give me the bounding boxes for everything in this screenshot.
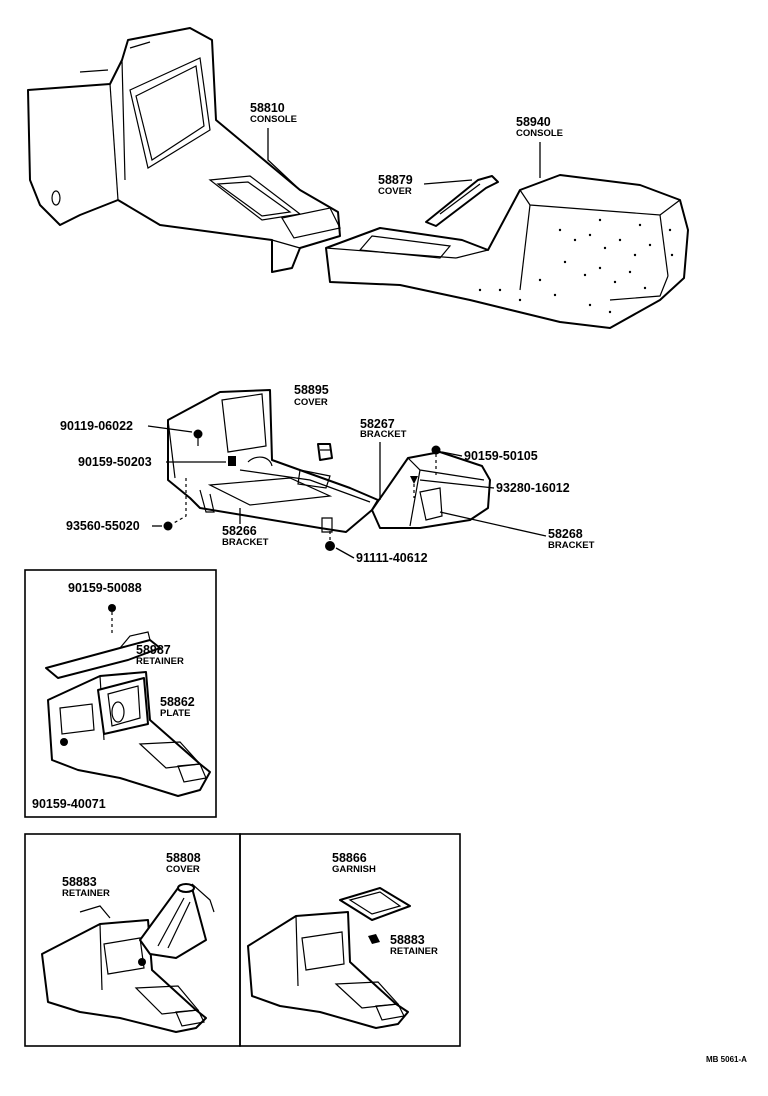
svg-text:RETAINER: RETAINER (62, 888, 110, 899)
svg-text:RETAINER: RETAINER (390, 946, 438, 957)
svg-text:91111-40612: 91111-40612 (356, 551, 428, 565)
svg-text:58268: 58268 (548, 527, 583, 541)
svg-text:COVER: COVER (294, 397, 328, 408)
inset1-drawing (45, 604, 211, 797)
svg-text:58879: 58879 (378, 173, 413, 187)
screw-90159-50203-icon (228, 456, 236, 466)
callout-58268: 58268 BRACKET (439, 511, 595, 551)
svg-text:58810: 58810 (250, 101, 285, 115)
svg-text:PLATE: PLATE (160, 708, 190, 719)
svg-text:93280-16012: 93280-16012 (496, 481, 570, 495)
svg-text:58883: 58883 (62, 875, 97, 889)
screw-93280-16012-icon (410, 476, 418, 498)
callout-58808: 58808 COVER (166, 851, 201, 875)
console-bracket-assembly-drawing (167, 389, 491, 533)
label-90159-50105: 90159-50105 (441, 449, 538, 463)
console-58940-drawing (325, 174, 689, 329)
svg-text:90119-06022: 90119-06022 (60, 419, 133, 433)
console-58810-drawing (27, 27, 341, 273)
svg-text:BRACKET: BRACKET (548, 540, 595, 551)
callout-58266: 58266 BRACKET (222, 508, 269, 548)
svg-text:90159-50105: 90159-50105 (464, 449, 538, 463)
svg-text:58267: 58267 (360, 417, 395, 431)
diagram-code: MB 5061-A (706, 1055, 747, 1064)
label-90119-06022: 90119-06022 (60, 419, 193, 433)
screw-93560-55020-icon (163, 478, 187, 531)
svg-text:58862: 58862 (160, 695, 195, 709)
svg-text:CONSOLE: CONSOLE (516, 128, 563, 139)
callout-58879: 58879 COVER (378, 173, 473, 197)
svg-text:BRACKET: BRACKET (222, 537, 269, 548)
screw-90119-06022-icon (193, 429, 203, 446)
inset2-drawing (41, 883, 215, 1033)
cover-58895-drawing (317, 443, 333, 461)
screw-90159-50105-icon (431, 445, 441, 476)
nut-91111-40612-icon (325, 528, 335, 551)
svg-text:93560-55020: 93560-55020 (66, 519, 140, 533)
svg-text:58987: 58987 (136, 643, 171, 657)
svg-text:58883: 58883 (390, 933, 425, 947)
svg-text:90159-50088: 90159-50088 (68, 581, 142, 595)
svg-text:58940: 58940 (516, 115, 551, 129)
inset-box-garnish-variant (239, 833, 461, 1047)
label-90159-50088: 90159-50088 (68, 581, 142, 595)
label-90159-40071: 90159-40071 (32, 797, 106, 811)
callout-58987: 58987 RETAINER (136, 643, 184, 667)
callout-58267: 58267 BRACKET (360, 417, 407, 500)
callout-58940: 58940 CONSOLE (516, 115, 563, 178)
callout-58866: 58866 GARNISH (332, 851, 376, 875)
svg-text:BRACKET: BRACKET (360, 429, 407, 440)
label-90159-50203: 90159-50203 (78, 455, 226, 469)
label-93560-55020: 93560-55020 (66, 519, 162, 533)
callout-58862: 58862 PLATE (160, 695, 195, 719)
callout-58895: 58895 COVER (294, 383, 329, 408)
svg-text:58866: 58866 (332, 851, 367, 865)
svg-text:90159-50203: 90159-50203 (78, 455, 152, 469)
svg-text:COVER: COVER (166, 864, 200, 875)
callout-58883-left: 58883 RETAINER (62, 875, 110, 899)
callout-58810: 58810 CONSOLE (250, 101, 301, 191)
svg-text:CONSOLE: CONSOLE (250, 114, 297, 125)
svg-text:RETAINER: RETAINER (136, 656, 184, 667)
svg-text:90159-40071: 90159-40071 (32, 797, 106, 811)
svg-text:58895: 58895 (294, 383, 329, 397)
svg-text:GARNISH: GARNISH (332, 864, 376, 875)
label-91111-40612: 91111-40612 (335, 547, 428, 565)
svg-text:58266: 58266 (222, 524, 257, 538)
svg-text:COVER: COVER (378, 186, 412, 197)
label-93280-16012: 93280-16012 (419, 479, 570, 495)
svg-text:58808: 58808 (166, 851, 201, 865)
inset3-drawing (247, 887, 411, 1029)
callout-58883-right: 58883 RETAINER (390, 933, 438, 957)
cover-58879-drawing (425, 175, 499, 227)
inset-box-plate-variant (24, 569, 217, 818)
